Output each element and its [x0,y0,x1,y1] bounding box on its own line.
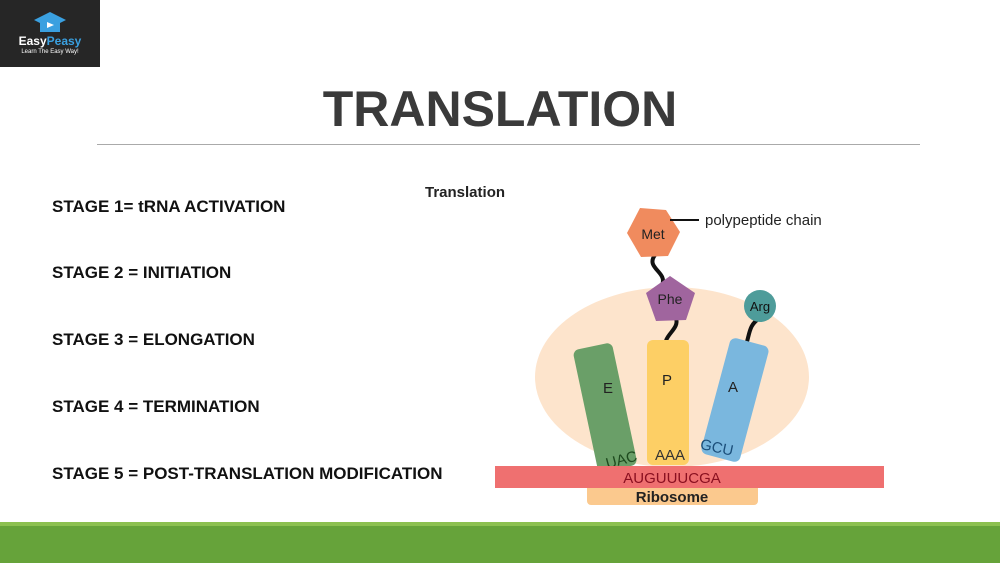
arg-label: Arg [750,299,770,314]
site-a-label: A [728,379,738,396]
diagram-title: Translation [425,184,505,201]
logo-brand: EasyPeasy [18,34,82,48]
mrna-sequence: AUGUUUCGA [623,470,721,487]
stage-1: STAGE 1= tRNA ACTIVATION [52,197,286,216]
anticodon-a: GCU [699,436,735,460]
anticodon-p: AAA [655,447,685,464]
logo: EasyPeasy Learn The Easy Way! [0,0,100,67]
site-e-label: E [603,380,613,397]
trna-e-site [573,343,637,472]
stage-3: STAGE 3 = ELONGATION [52,330,255,349]
ribosome-label: Ribosome [636,489,709,506]
trna-p-site [647,340,689,465]
divider [97,144,920,145]
phe-pentagon [646,276,695,321]
footer-bar [0,522,1000,563]
stage-4: STAGE 4 = TERMINATION [52,397,260,416]
polypeptide-chain-label: polypeptide chain [705,212,822,229]
graduation-cap-icon [34,12,66,32]
stage-5: STAGE 5 = POST-TRANSLATION MODIFICATION [52,464,443,483]
trna-a-site [701,338,769,462]
mrna-strand [495,466,884,488]
page-title: TRANSLATION [322,81,678,137]
stage-2: STAGE 2 = INITIATION [52,263,232,282]
logo-tagline: Learn The Easy Way! [21,49,79,55]
site-p-label: P [662,372,672,389]
phe-label: Phe [658,291,683,307]
met-hexagon [627,208,680,257]
arg-circle [744,290,776,322]
met-label: Met [641,226,664,242]
